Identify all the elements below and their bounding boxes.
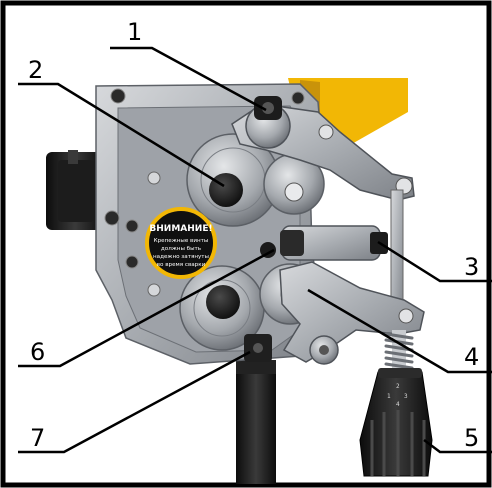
plate-bolt-icon	[291, 91, 305, 105]
upper-pressure-roller-axle	[284, 182, 304, 202]
plate-bolt-icon	[110, 88, 126, 104]
warning-line: Крепежные винты	[154, 238, 209, 244]
callout-leaders	[18, 46, 492, 454]
lower-pressure-arm	[279, 261, 425, 363]
lower-arm-pivot-hole	[319, 345, 329, 355]
leader-3	[377, 240, 492, 283]
outlet-wire-guide-hole	[253, 343, 263, 353]
leader-6	[18, 248, 275, 368]
top-wire-guide-hole	[262, 102, 274, 114]
callout-4: 4	[464, 343, 479, 371]
callout-2: 2	[28, 56, 43, 84]
plate-bolt-icon	[125, 255, 139, 269]
callout-7: 7	[30, 424, 45, 452]
knob-scale-mark: 3	[404, 393, 408, 400]
feed-outlet-collar	[236, 360, 276, 374]
lower-roller-knob	[206, 285, 240, 319]
callout-1: 1	[127, 18, 142, 46]
plate-bolt-icon	[125, 219, 139, 233]
warning-sticker: ВНИМАНИЕ! Крепежные винты должны быть на…	[145, 207, 217, 279]
upper-roller-knob	[209, 173, 243, 207]
lower-roller-groove	[193, 279, 251, 337]
callout-6: 6	[30, 338, 45, 366]
plate-bolt-icon	[104, 210, 120, 226]
leader-1	[110, 46, 267, 112]
knob-scale-mark: 4	[396, 401, 400, 408]
motor-cap	[58, 160, 94, 222]
plate-screw-icon	[147, 171, 161, 185]
leader-4	[307, 288, 492, 374]
warning-line: надежно затянуты	[153, 254, 209, 260]
callout-5: 5	[464, 424, 479, 452]
plate-screw-icon	[147, 283, 161, 297]
leader-5	[423, 439, 492, 454]
warning-line: должны быть	[161, 246, 201, 252]
knob-scale-mark: 2	[396, 383, 400, 390]
pressure-adjustment-knob	[359, 368, 433, 477]
warning-line: во время сварки	[157, 262, 206, 268]
callout-3: 3	[464, 253, 479, 281]
inlet-wire-guide-clamp	[280, 230, 304, 256]
feed-outlet-shaft	[236, 360, 276, 484]
warning-title: ВНИМАНИЕ!	[149, 224, 212, 234]
motor-terminal	[68, 150, 78, 164]
leader-7	[18, 350, 251, 454]
arm-screw-icon	[318, 124, 334, 140]
lower-arm-screw-icon	[398, 308, 414, 324]
leader-2	[18, 82, 225, 188]
knob-scale-mark: 1	[387, 393, 391, 400]
